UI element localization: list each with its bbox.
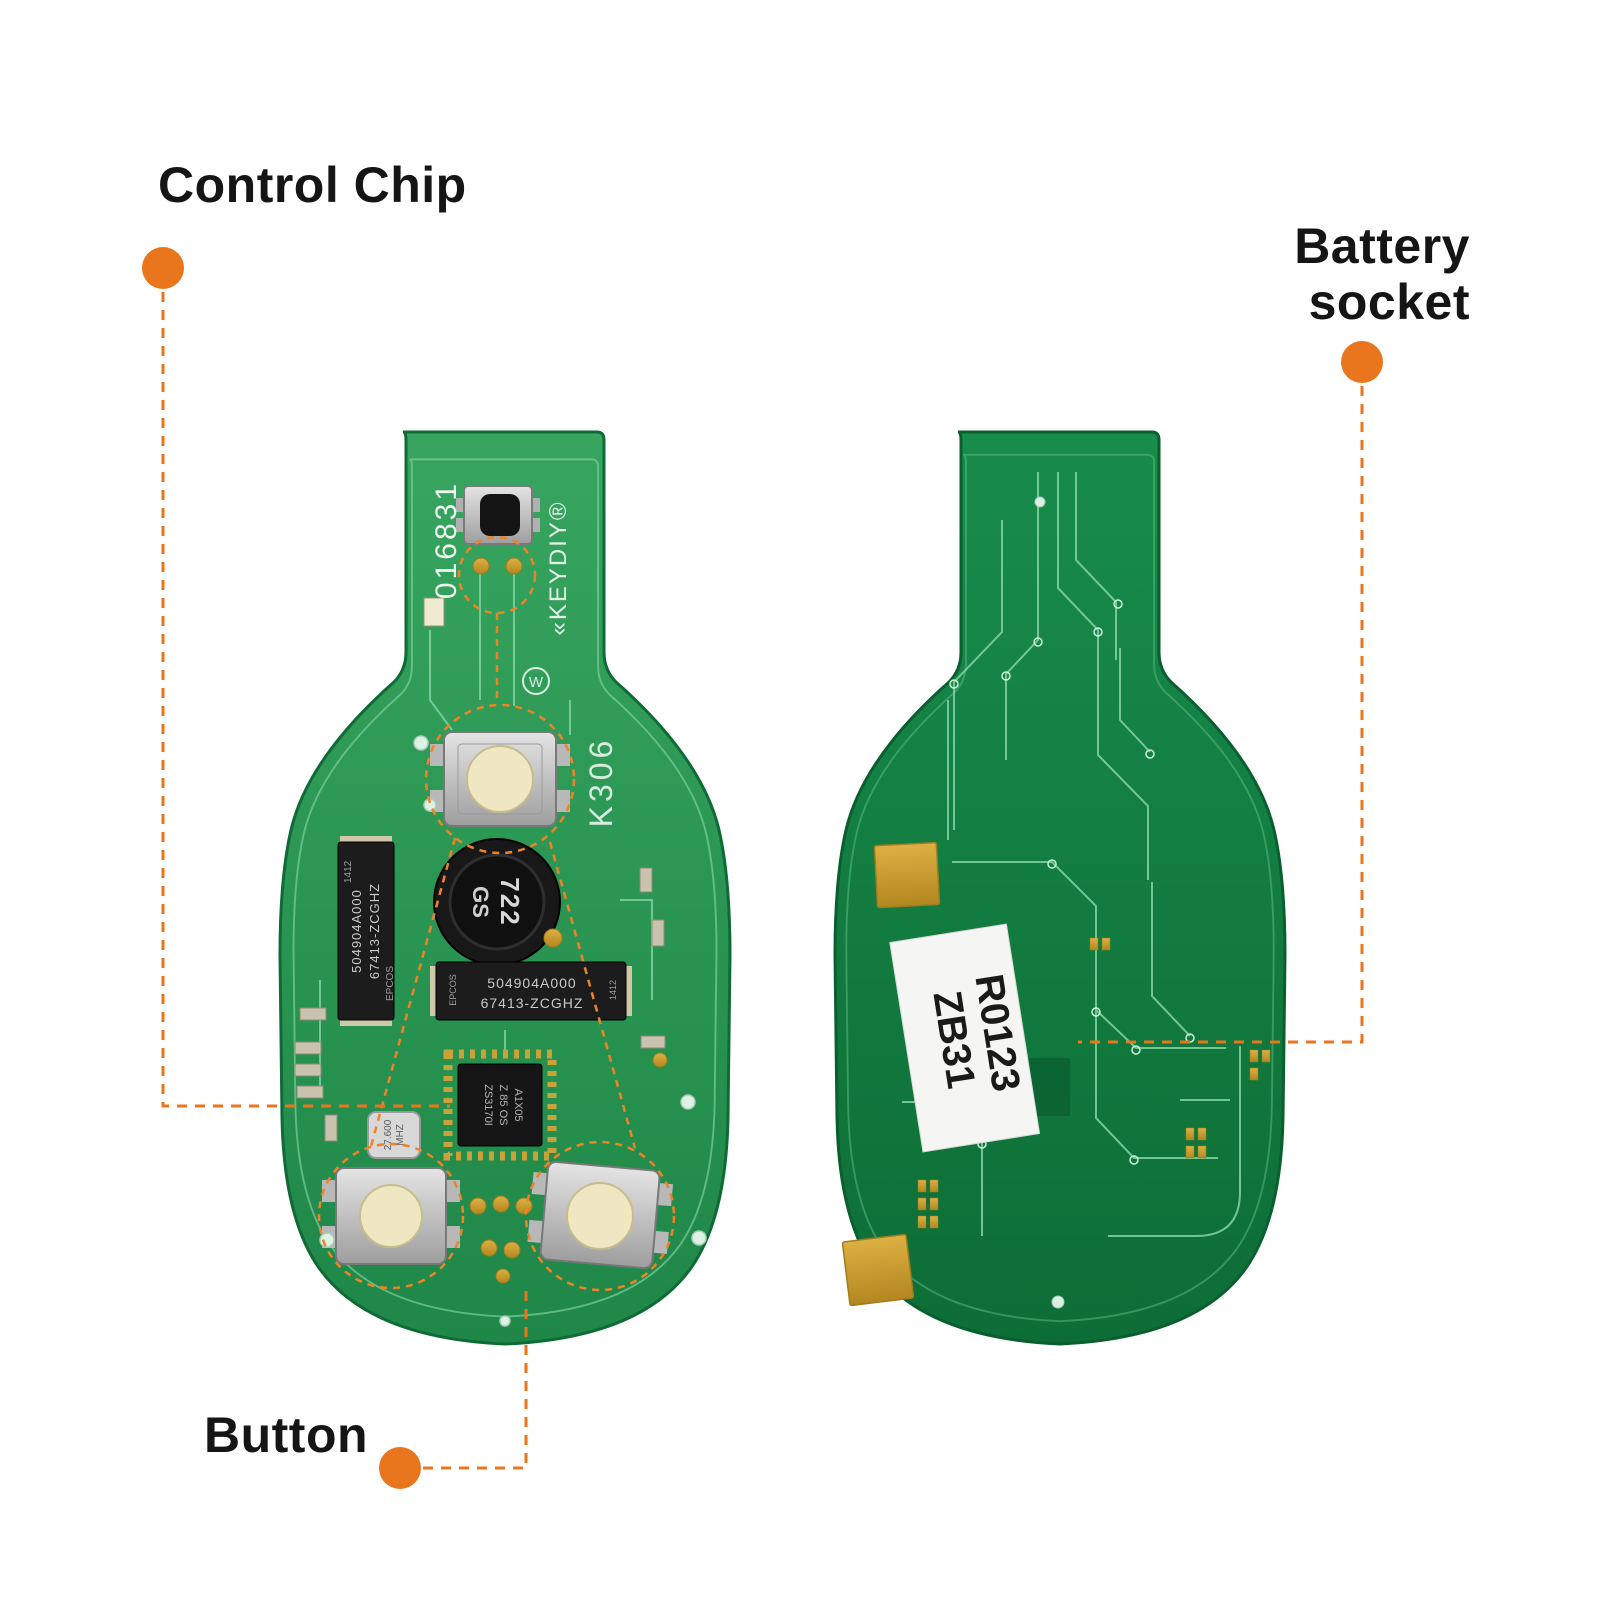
button-leader xyxy=(423,1284,528,1470)
ic-epcos-left: 504904A000 67413-ZCGHZ EPCOS 1412 xyxy=(337,836,396,1026)
serial-text: 016831 xyxy=(430,481,463,599)
brand-text: «KEYDIY® xyxy=(545,500,572,635)
front-traces xyxy=(319,568,653,1098)
highlight-connector-right xyxy=(548,841,637,1149)
mcu-marking-1: A1X05 xyxy=(512,1088,524,1121)
dashed-highlights xyxy=(317,535,676,1292)
highlight-top-button xyxy=(424,703,576,855)
control-chip-label: Control Chip xyxy=(158,157,467,213)
bottom-right-button xyxy=(527,1160,674,1270)
model-number: K306 xyxy=(583,737,619,828)
w-mark-letter: W xyxy=(529,674,544,691)
highlight-bottom-right-button xyxy=(524,1140,676,1292)
w-mark: W xyxy=(522,667,550,695)
highlight-connector-left xyxy=(368,837,457,1151)
battery-socket-leader xyxy=(1078,386,1364,1044)
inductor: 722 GS xyxy=(433,838,561,966)
top-button-cap xyxy=(466,745,534,813)
battery-socket-label-line1: Battery xyxy=(1294,218,1470,274)
crystal-unit: MHZ xyxy=(395,1124,406,1146)
ic-center-manufacturer: EPCOS xyxy=(448,974,458,1006)
battery-contact-pad-top xyxy=(873,841,941,909)
ic-center-part-code: 67413-ZCGHZ xyxy=(481,995,584,1011)
ic-left-manufacturer: EPCOS xyxy=(385,966,396,1001)
passive-components xyxy=(294,867,666,1142)
callout-lines xyxy=(142,247,1383,1489)
bottom-left-button xyxy=(322,1167,460,1265)
model-text: K306 xyxy=(583,737,619,828)
button-dot xyxy=(379,1447,421,1489)
ic-center-date-code: 1412 xyxy=(608,980,618,1000)
battery-contact-pad-bottom xyxy=(841,1233,915,1307)
brand-name: «KEYDIY® xyxy=(545,500,572,635)
inductor-marking-2: GS xyxy=(468,886,493,918)
bottom-left-button-cap xyxy=(359,1184,423,1248)
ic-left-date-code: 1412 xyxy=(343,860,354,883)
top-tactile-switch xyxy=(456,485,540,545)
crystal-oscillator: 27.600 MHZ xyxy=(367,1111,421,1159)
ic-left-part-code: 67413-ZCGHZ xyxy=(367,883,382,979)
inductor-marking-1: 722 xyxy=(495,877,525,926)
battery-socket-label: Battery socket xyxy=(1294,218,1470,330)
battery-socket-dot xyxy=(1341,341,1383,383)
battery-socket-label-line2: socket xyxy=(1308,274,1470,330)
bottom-right-button-cap xyxy=(566,1182,634,1250)
mcu-marking-3: ZS3170I xyxy=(482,1084,494,1126)
ic-center-part-number: 504904A000 xyxy=(487,975,576,991)
crystal-frequency: 27.600 xyxy=(383,1119,394,1150)
sticker-paper xyxy=(889,923,1041,1153)
front-pcb: 016831 «KEYDIY® W K306 722 GS xyxy=(278,430,732,1346)
back-pcb: ZB31 R0123 xyxy=(833,430,1287,1346)
control-chip-ic: A1X05 Z 85 OS ZS3170I xyxy=(443,1049,557,1161)
highlight-bottom-left-button xyxy=(317,1142,465,1290)
board-holes xyxy=(319,735,707,1327)
highlight-switch-pads xyxy=(457,535,537,615)
led xyxy=(423,597,445,627)
button-label: Button xyxy=(204,1407,369,1463)
control-chip-dot xyxy=(142,247,184,289)
control-chip-leader xyxy=(161,292,450,1108)
back-pad-clusters xyxy=(917,937,1271,1229)
back-holes xyxy=(1034,496,1065,1309)
solder-pads xyxy=(469,557,668,1284)
control-chip-pins xyxy=(443,1049,557,1161)
ic-left-part-number: 504904A000 xyxy=(349,889,364,973)
mcu-marking-2: Z 85 OS xyxy=(497,1085,509,1126)
serial-number: 016831 xyxy=(430,481,463,599)
ic-epcos-center: 504904A000 67413-ZCGHZ EPCOS 1412 xyxy=(430,961,632,1021)
top-button xyxy=(430,731,570,827)
